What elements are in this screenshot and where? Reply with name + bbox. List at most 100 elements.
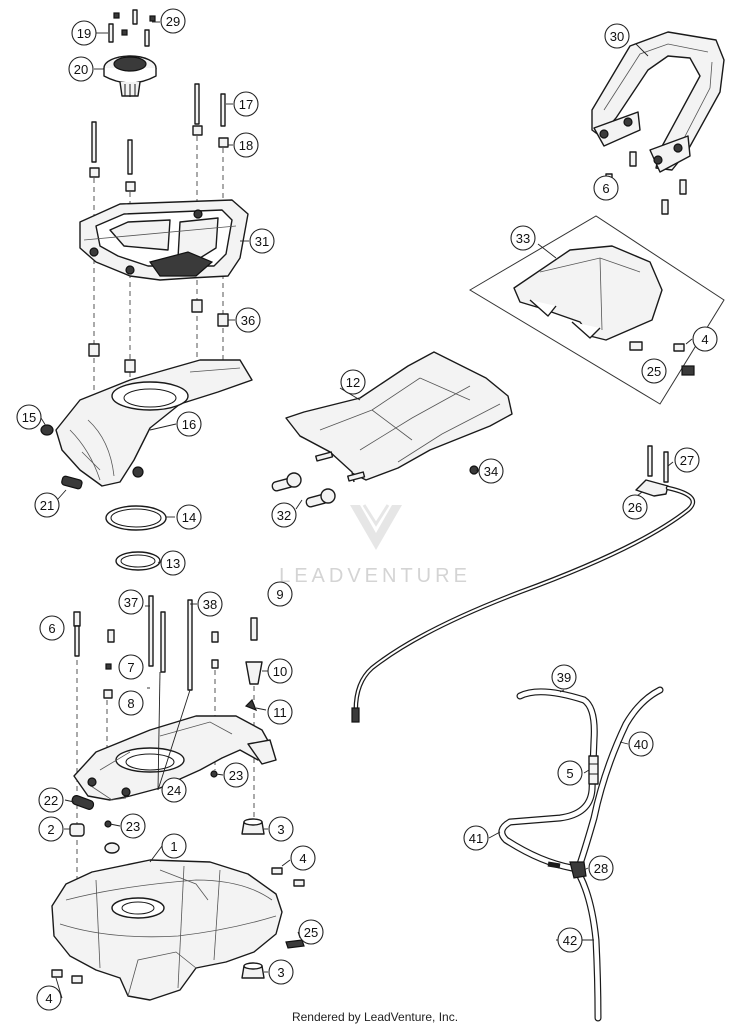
- callout-label: 4: [45, 991, 52, 1006]
- callout-label: 34: [484, 464, 498, 479]
- mount-grommets: [69, 818, 265, 979]
- callout-c20: 20: [68, 56, 94, 82]
- callout-label: 37: [124, 595, 138, 610]
- callout-circle: [267, 581, 293, 607]
- callout-circle: [118, 589, 144, 615]
- callout-c6a: 6: [593, 175, 619, 201]
- callout-c37: 37: [118, 589, 144, 615]
- callout-circle: [593, 175, 619, 201]
- callout-label: 15: [22, 410, 36, 425]
- callout-label: 13: [166, 556, 180, 571]
- callout-label: 25: [647, 364, 661, 379]
- callout-circle: [249, 228, 275, 254]
- callout-circle: [118, 690, 144, 716]
- callout-label: 42: [563, 933, 577, 948]
- callout-c16: 16: [176, 411, 202, 437]
- callout-c2: 2: [38, 816, 64, 842]
- callout-label: 10: [273, 664, 287, 679]
- callout-label: 20: [74, 62, 88, 77]
- callout-circle: [38, 787, 64, 813]
- callout-circle: [271, 502, 297, 528]
- callout-label: 23: [126, 819, 140, 834]
- callout-c31: 31: [249, 228, 275, 254]
- callout-circle: [36, 985, 62, 1011]
- callout-label: 38: [203, 597, 217, 612]
- callout-circle: [463, 825, 489, 851]
- callout-label: 12: [346, 375, 360, 390]
- callout-label: 16: [182, 417, 196, 432]
- callout-circle: [588, 855, 614, 881]
- callout-circle: [71, 20, 97, 46]
- callout-circle: [38, 816, 64, 842]
- callout-c13: 13: [160, 550, 186, 576]
- callout-label: 29: [166, 14, 180, 29]
- release-cable: [351, 445, 695, 723]
- callout-circle: [551, 664, 577, 690]
- callout-c11: 11: [267, 699, 293, 725]
- callout-label: 31: [255, 234, 269, 249]
- callout-c3b: 3: [268, 959, 294, 985]
- callout-label: 26: [628, 500, 642, 515]
- callout-c1: 1: [161, 833, 187, 859]
- callout-circle: [233, 132, 259, 158]
- callout-c34: 34: [478, 458, 504, 484]
- callout-c10: 10: [267, 658, 293, 684]
- callout-c25a: 25: [641, 358, 667, 384]
- callout-circle: [120, 813, 146, 839]
- callout-label: 17: [239, 97, 253, 112]
- rider-seat: [285, 351, 513, 483]
- callout-circle: [604, 23, 630, 49]
- callout-label: 5: [566, 766, 573, 781]
- callout-circle: [268, 816, 294, 842]
- callout-label: 4: [701, 332, 708, 347]
- spacers: [88, 299, 229, 373]
- callout-label: 21: [40, 498, 54, 513]
- callout-label: 28: [594, 861, 608, 876]
- callout-label: 8: [127, 696, 134, 711]
- callout-label: 14: [182, 510, 196, 525]
- callout-label: 36: [241, 313, 255, 328]
- callout-c27: 27: [674, 447, 700, 473]
- callout-c24: 24: [161, 777, 187, 803]
- small-parts-left: [40, 424, 83, 490]
- callout-c36: 36: [235, 307, 261, 333]
- callout-c42: 42: [557, 927, 583, 953]
- callout-label: 22: [44, 793, 58, 808]
- rack-frame: [79, 199, 249, 281]
- callout-c29: 29: [160, 8, 186, 34]
- callout-label: 25: [304, 925, 318, 940]
- callout-circle: [267, 699, 293, 725]
- callout-circle: [34, 492, 60, 518]
- callout-c6b: 6: [39, 615, 65, 641]
- callout-circle: [16, 404, 42, 430]
- callout-label: 40: [634, 737, 648, 752]
- callout-circle: [628, 731, 654, 757]
- watermark-logo: [350, 504, 402, 550]
- callout-c32: 32: [271, 502, 297, 528]
- callout-circle: [223, 762, 249, 788]
- fuel-tank: [51, 859, 305, 1001]
- callout-circle: [161, 777, 187, 803]
- seat-bolts: [271, 472, 336, 508]
- fuel-pump-bracket: [71, 715, 277, 828]
- callout-c22: 22: [38, 787, 64, 813]
- callout-circle: [622, 494, 648, 520]
- callout-label: 3: [277, 822, 284, 837]
- callout-c4b: 4: [290, 845, 316, 871]
- callout-label: 2: [47, 822, 54, 837]
- callout-label: 6: [602, 181, 609, 196]
- tank-cover: [55, 359, 253, 487]
- callout-circle: [197, 591, 223, 617]
- callout-c28: 28: [588, 855, 614, 881]
- callout-circle: [235, 307, 261, 333]
- callout-c7: 7: [118, 654, 144, 680]
- callout-label: 7: [127, 660, 134, 675]
- callout-label: 19: [77, 26, 91, 41]
- callout-circle: [557, 927, 583, 953]
- callout-circle: [298, 919, 324, 945]
- callout-circle: [641, 358, 667, 384]
- callout-circle: [268, 959, 294, 985]
- callout-label: 33: [516, 231, 530, 246]
